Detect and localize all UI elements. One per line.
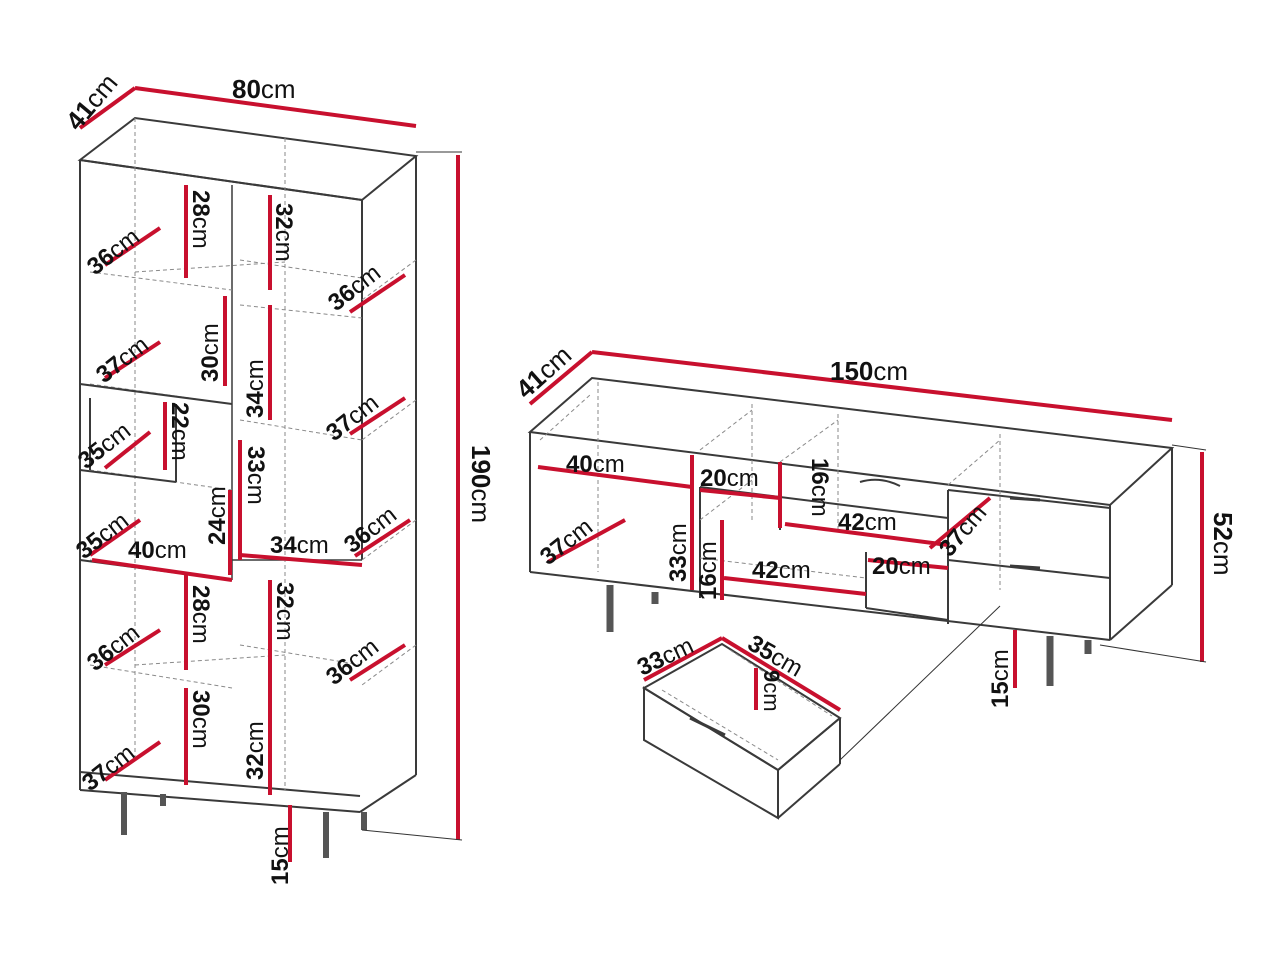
drawer-depth-line	[643, 636, 723, 682]
tv-stand-depth-line	[528, 350, 594, 406]
bookcase-shelf-height-label: 24cm	[204, 486, 231, 545]
drawer-depth-label: 33cm	[633, 632, 698, 681]
drawer-height-label: 9cm	[759, 670, 784, 712]
bookcase-drawing	[77, 116, 419, 858]
bookcase-shelf-height-label: 32cm	[271, 582, 298, 641]
bookcase-shelf-depth-label: 36cm	[321, 633, 384, 690]
tv-stand-labels: 150cm 41cm 52cm 15cm 40cm 20cm 16cm 42cm…	[510, 340, 1238, 708]
bookcase-depth-line	[78, 86, 137, 130]
tv-stand-dimension-lines	[528, 350, 1204, 688]
tv-stand-width-line	[591, 350, 1173, 422]
bookcase-shelf-height-label: 28cm	[187, 190, 214, 249]
drawer-labels: 33cm 35cm 9cm	[633, 630, 807, 712]
bookcase-shelf-depth-label: 37cm	[91, 331, 154, 388]
tv-stand-inner-lines	[539, 382, 1001, 590]
tv-stand-dim-label: 42cm	[752, 557, 811, 584]
bookcase-shelf-height-label: 30cm	[197, 323, 224, 382]
tv-stand-top	[527, 376, 1175, 507]
tv-stand-height-extension	[1099, 444, 1207, 663]
tv-stand-dim-label: 40cm	[566, 451, 625, 478]
drawer-dimension-lines	[643, 636, 842, 712]
bookcase-shelf-height-label: 30cm	[187, 690, 214, 749]
bookcase-shelf-depth-label: 37cm	[77, 739, 140, 796]
tv-stand-dim-label: 20cm	[872, 553, 931, 580]
bookcase-top	[77, 116, 419, 202]
bookcase-shelf-height-label: 32cm	[242, 721, 269, 780]
bookcase-shelf-depth-label: 36cm	[82, 619, 145, 676]
bookcase-inner-width-label: 40cm	[128, 537, 187, 564]
bookcase-width-line	[134, 86, 417, 128]
tv-stand-height-label: 52cm	[1208, 512, 1238, 576]
tv-stand-width-label: 150cm	[830, 356, 908, 386]
tv-stand-dim-label: 16cm	[806, 458, 833, 517]
bookcase-shelf-height-label: 28cm	[187, 585, 214, 644]
tv-stand-dim-label: 16cm	[695, 541, 722, 600]
bookcase-shelf-height-label: 33cm	[242, 446, 269, 505]
tv-stand-dim-label: 42cm	[838, 509, 897, 536]
tv-stand-dim-label: 37cm	[934, 500, 992, 562]
tv-stand-leg-label: 15cm	[987, 649, 1014, 708]
drawer-leader-line	[839, 605, 1001, 761]
bookcase-height-extension	[361, 151, 463, 841]
tv-stand-dim-label: 20cm	[700, 465, 759, 492]
bookcase-width-label: 80cm	[232, 74, 296, 104]
bookcase-leg-label: 15cm	[267, 826, 294, 885]
tv-stand-drawing	[527, 376, 1175, 686]
drawer-width-line	[720, 636, 842, 712]
bookcase-dimension-lines	[78, 86, 460, 862]
bookcase-inner-width-label: 34cm	[270, 532, 329, 559]
bookcase-shelf-height-label: 22cm	[166, 402, 193, 461]
drawer-drawing	[642, 642, 842, 820]
tv-stand-dim-label: 33cm	[665, 523, 692, 582]
bookcase-shelf-height-label: 34cm	[242, 359, 269, 418]
bookcase-shelf-height-label: 32cm	[270, 203, 297, 262]
bookcase-height-label: 190cm	[466, 445, 496, 523]
